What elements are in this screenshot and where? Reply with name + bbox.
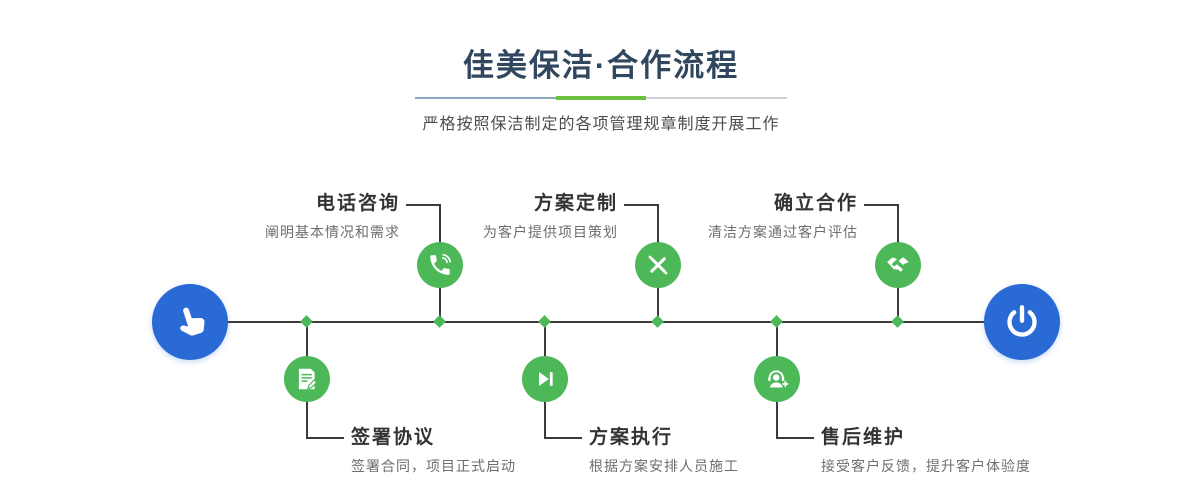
- step-desc: 接受客户反馈，提升客户体验度: [821, 458, 1031, 474]
- connector-line: [624, 204, 658, 206]
- step-desc: 清洁方案通过客户评估: [708, 224, 858, 240]
- step-plan-execution-label: 方案执行 根据方案安排人员施工: [589, 426, 739, 476]
- step-after-sales-label: 售后维护 接受客户反馈，提升客户体验度: [821, 426, 1031, 476]
- timeline-line: [190, 321, 1022, 323]
- underline-green-segment: [556, 95, 646, 100]
- timeline-diamond-marker: [538, 315, 551, 328]
- step-desc: 根据方案安排人员施工: [589, 458, 739, 474]
- step-sign-agreement-node: [284, 356, 330, 402]
- step-plan-customization-label: 方案定制 为客户提供项目策划: [483, 192, 618, 242]
- connector-line: [776, 437, 814, 439]
- underline-right-segment: [646, 96, 787, 99]
- step-desc: 签署合同，项目正式启动: [351, 458, 516, 474]
- step-title: 方案定制: [533, 193, 618, 214]
- step-plan-customization-node: [635, 242, 681, 288]
- timeline-diamond-marker: [300, 315, 313, 328]
- step-establish-cooperation-label: 确立合作 清洁方案通过客户评估: [708, 192, 858, 242]
- timeline-diamond-marker: [433, 315, 446, 328]
- timeline-end-node: [984, 284, 1060, 360]
- step-phone-consultation-node: [417, 242, 463, 288]
- step-desc: 为客户提供项目策划: [483, 224, 618, 240]
- timeline-start-node: [152, 284, 228, 360]
- hand-pointer-icon: [164, 296, 217, 349]
- handshake-icon: [885, 252, 911, 278]
- step-establish-cooperation-node: [875, 242, 921, 288]
- support-agent-icon: [764, 366, 790, 392]
- step-title: 确立合作: [773, 193, 858, 214]
- connector-line: [544, 437, 582, 439]
- timeline-diamond-marker: [770, 315, 783, 328]
- power-icon: [1002, 302, 1042, 342]
- connector-line: [306, 437, 344, 439]
- page-subtitle: 严格按照保洁制定的各项管理规章制度开展工作: [422, 116, 780, 133]
- phone-icon: [427, 252, 453, 278]
- contract-icon: [294, 366, 320, 392]
- step-title: 电话咨询: [315, 193, 400, 214]
- page-title: 佳美保洁·合作流程: [462, 48, 740, 83]
- step-after-sales-node: [754, 356, 800, 402]
- step-phone-consultation-label: 电话咨询 阐明基本情况和需求: [265, 192, 400, 242]
- underline-left-segment: [415, 96, 556, 99]
- step-plan-execution-node: [522, 356, 568, 402]
- step-title: 签署协议: [351, 427, 436, 448]
- connector-line: [406, 204, 440, 206]
- connector-line: [864, 204, 898, 206]
- play-next-icon: [532, 366, 558, 392]
- step-title: 方案执行: [589, 427, 674, 448]
- timeline-diamond-marker: [651, 315, 664, 328]
- step-desc: 阐明基本情况和需求: [265, 224, 400, 240]
- step-title: 售后维护: [821, 427, 906, 448]
- design-tools-icon: [645, 252, 671, 278]
- timeline-diamond-marker: [891, 315, 904, 328]
- title-underline: [415, 95, 787, 100]
- step-sign-agreement-label: 签署协议 签署合同，项目正式启动: [351, 426, 516, 476]
